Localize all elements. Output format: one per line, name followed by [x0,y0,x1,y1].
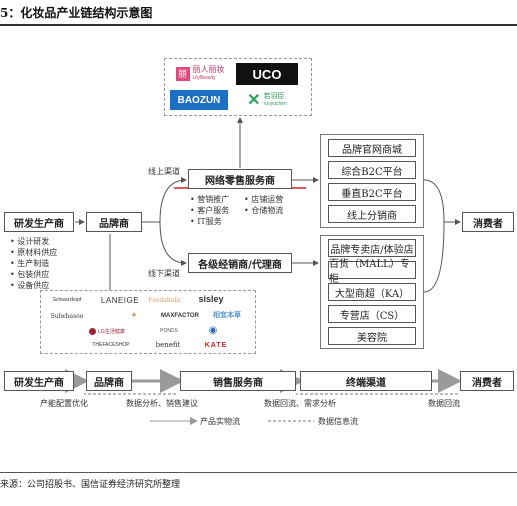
source-note: 来源：公司招股书、国信证券经济研究所整理 [0,480,181,490]
title-rule [0,24,517,26]
label-online-channel: 线上渠道 [148,167,180,176]
service-item: • 店铺运营 [244,195,284,204]
brand-logo-maxfactor: MAXFACTOR [161,313,199,319]
legend-goods-flow: 产品实物流 [200,417,240,426]
online-channel-item: 品牌官网商城 [328,139,416,157]
producer-item: • 原材料供应 [10,248,58,257]
legend-info-flow: 数据信息流 [318,417,358,426]
brand-logos-group [40,290,256,354]
baozun-logo: BAOZUN [170,90,228,110]
brand-logo-ponds: PONDS [160,328,178,334]
chain-note: 数据回流、需求分析 [264,399,336,408]
lirenlizhuang-logo: 丽 丽人丽妆 LilyBeauty [170,63,230,85]
brand-logo-thefaceshop: THEFACESHOP [92,342,130,348]
brand-logo-benefit: benefit [155,341,181,349]
service-provider-logos [164,58,312,116]
offline-channel-item: 百货（MALL）专柜 [328,259,416,285]
producer-item: • 设备供应 [10,281,50,290]
brand-logo-sisley: sisley [198,294,224,304]
chain-node-terminal: 终端渠道 [300,371,432,391]
edge-to-online [159,177,187,223]
chain-note: 数据分析、销售建议 [126,399,198,408]
edge-to-offline [159,221,187,266]
online-channel-item: 线上分销商 [328,205,416,223]
online-channel-item: 垂直B2C平台 [328,183,416,201]
service-item: • 仓储物流 [244,206,284,215]
producer-item: • 设计研发 [10,237,50,246]
offline-channel-item: 专营店（CS） [328,305,416,323]
brand-logo-schwarzkopf: Schwarzkopf [52,297,82,303]
node-brand: 品牌商 [86,212,142,232]
brand-logo-sulwhasoo: Sulwhasoo [50,312,84,320]
page-title: 5：化妆品产业链结构示意图 [0,6,153,20]
chain-note: 产能配置优化 [40,399,88,408]
lirenlizhuang-logo-cn: 丽人丽妆 [192,65,225,74]
lg-logo-icon [89,327,97,335]
uco-logo-text: UCO [252,66,282,82]
ruoyuchen-logo-cn: 若羽臣 [263,92,285,100]
chain-note: 数据回流 [428,399,460,408]
producer-item: • 生产制造 [10,259,50,268]
node-rd-producer: 研发生产商 [4,212,74,232]
brand-logo-kate: KATE [204,341,228,349]
label-offline-channel: 线下渠道 [148,269,180,278]
chain-node-brand: 品牌商 [86,371,132,391]
chain-node-consumer: 消费者 [460,371,514,391]
baozun-logo-text: BAOZUN [177,94,221,106]
uco-logo: UCO [236,63,298,85]
brand-logo-lg-text: LG生活健康 [98,328,125,335]
chain-node-sales-service: 销售服务商 [180,371,296,391]
service-item: • IT服务 [190,217,222,226]
offline-channel-item: 品牌专卖店/体验店 [328,239,416,257]
brand-logo-foodaholic: Foodaholic [148,296,182,304]
service-item: • 营销推广 [190,195,230,204]
ruoyuchen-logo-icon: ✕ [247,92,261,109]
brand-logo-mark: ✦ [130,309,138,320]
online-channel-item: 综合B2C平台 [328,161,416,179]
brand-logo-laneige: LANEIGE [100,295,140,305]
chain-node-rd-producer: 研发生产商 [4,371,74,391]
lirenlizhuang-logo-en: LilyBeauty [192,75,216,81]
ruoyuchen-logo: ✕ 若羽臣 ruoyuchen [236,89,298,111]
producer-item: • 包装供应 [10,270,50,279]
node-distributor: 各级经销商/代理商 [188,253,292,273]
brand-logo-lg: LG生活健康 [82,325,132,337]
offline-channel-item: 大型商超（KA） [328,283,416,301]
footer-rule [0,472,517,473]
offline-channel-item: 美容院 [328,327,416,345]
ruoyuchen-logo-en: ruoyuchen [263,101,287,107]
lirenlizhuang-logo-icon: 丽 [175,67,190,81]
brand-logo-round: ◉ [208,324,218,336]
service-item: • 客户服务 [190,206,230,215]
node-online-service: 网络零售服务商 [188,169,292,189]
brand-logo-xiangyibencao: 相宜本草 [213,310,241,319]
node-consumer: 消费者 [462,212,514,232]
